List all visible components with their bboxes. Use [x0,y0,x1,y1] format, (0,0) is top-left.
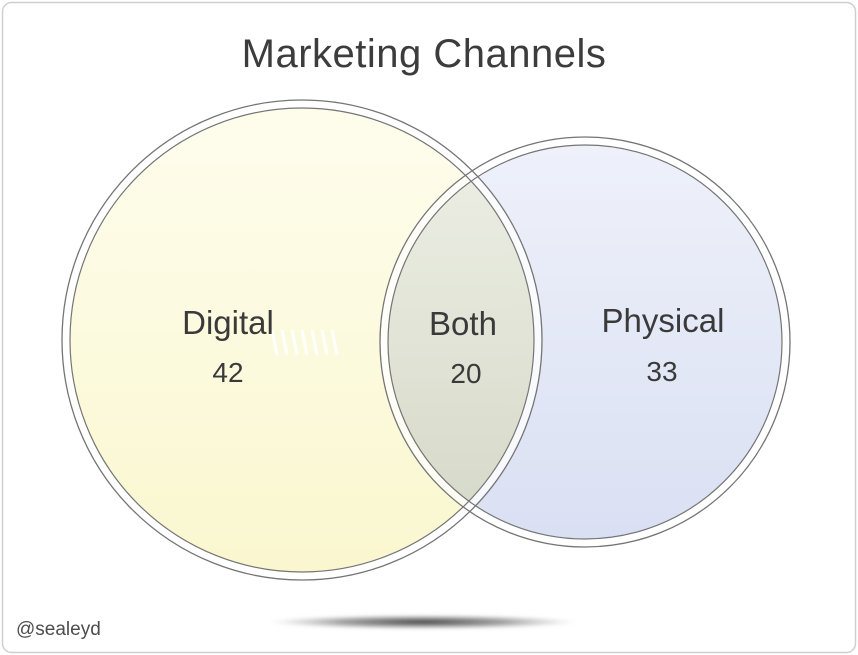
digital-circle-inner-ring [69,107,535,573]
physical-set-value: 33 [646,356,677,387]
physical-set-label: Physical [602,302,725,339]
physical-circle-outer-ring [379,136,791,548]
digital-circle-outer-ring [61,99,543,581]
digital-circle-band [62,100,542,580]
digital-set-label: Digital [182,304,274,341]
physical-circle-inner-ring [387,144,783,540]
slide-title: Marketing Channels [242,32,607,76]
digital-set-value: 42 [212,357,243,388]
intersection-label: Both [429,305,497,342]
base-shadow [268,614,578,630]
intersection-value: 20 [450,358,481,389]
physical-circle-fill [388,145,782,539]
physical-circle-band [380,137,790,547]
white-hatch-decoration [270,329,339,356]
watermark-handle: @sealeyd [16,619,101,640]
